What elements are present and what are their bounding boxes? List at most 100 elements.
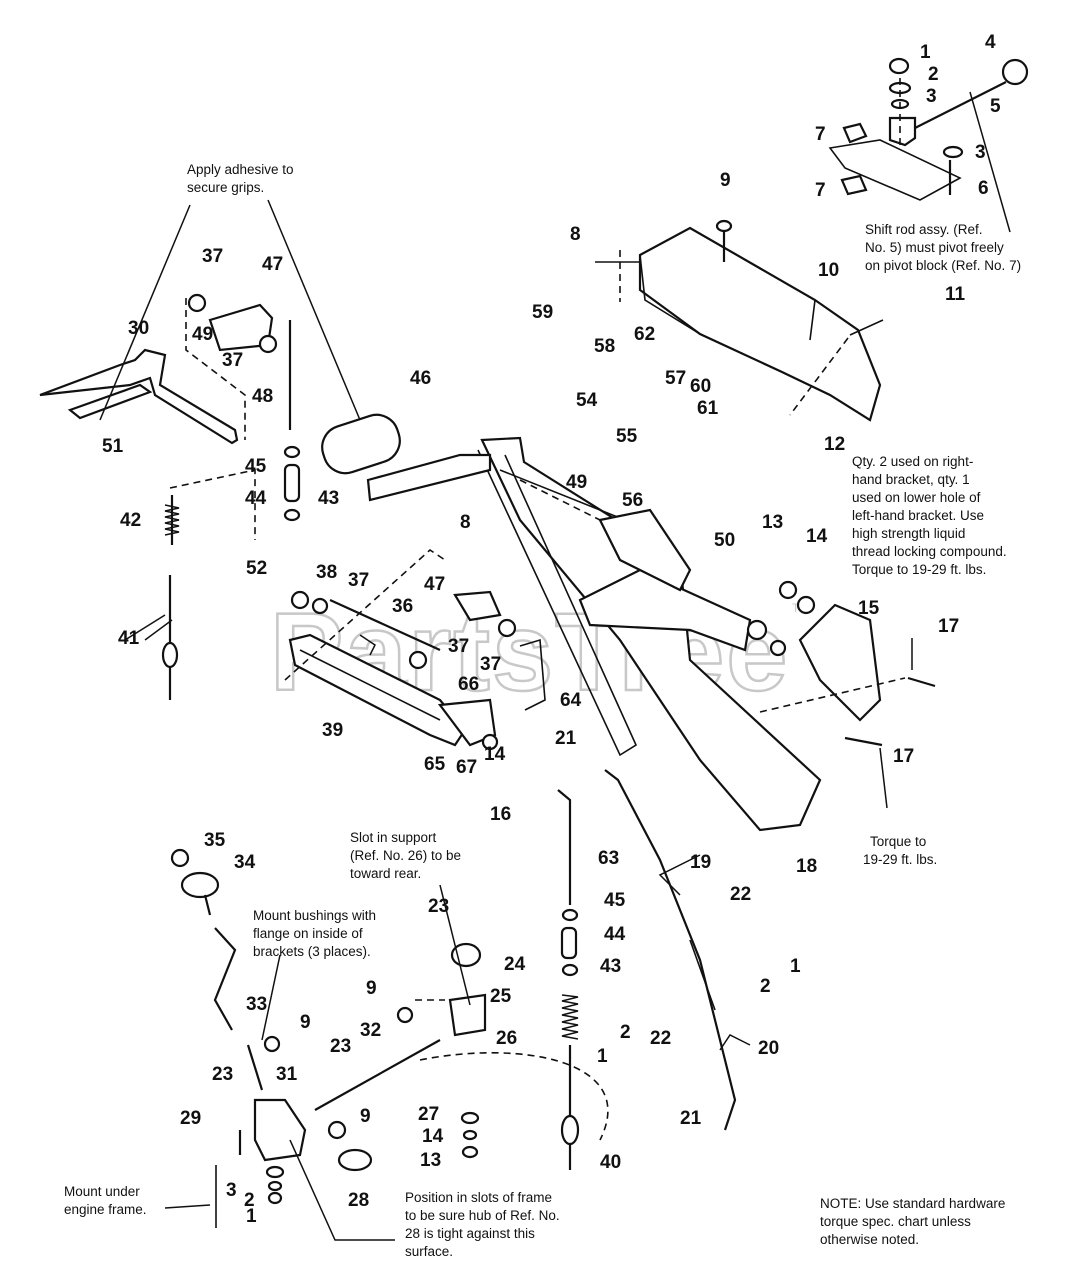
- svg-text:to be sure hub of Ref. No.: to be sure hub of Ref. No.: [405, 1208, 560, 1223]
- callout-42: 42: [120, 510, 141, 531]
- callout-3: 3: [975, 142, 986, 163]
- callout-66: 66: [458, 674, 479, 695]
- shift-knob: [1001, 58, 1029, 86]
- callout-18: 18: [796, 856, 817, 877]
- callout-61: 61: [697, 398, 719, 419]
- callout-28: 28: [348, 1190, 369, 1211]
- control-rods: [557, 769, 737, 1170]
- callout-6: 6: [978, 178, 989, 199]
- callout-30: 30: [128, 318, 149, 339]
- callout-16: 16: [490, 804, 511, 825]
- callout-22: 22: [730, 884, 751, 905]
- svg-text:surface.: surface.: [405, 1244, 453, 1259]
- callout-1: 1: [597, 1046, 608, 1067]
- note-mount-under: Mount under engine frame.: [64, 1184, 147, 1217]
- main-frame: [366, 436, 822, 832]
- callout-21: 21: [680, 1108, 702, 1129]
- callout-1: 1: [790, 956, 801, 977]
- grip: [321, 413, 401, 475]
- callout-45: 45: [245, 456, 267, 477]
- callout-numbers: 1 2 3 4 5 3 7 7 6 9 8 10 11 12 37 47 49 …: [102, 32, 1001, 1227]
- note-standard-hardware: NOTE: Use standard hardware torque spec.…: [820, 1196, 1005, 1247]
- callout-64: 64: [560, 690, 582, 711]
- callout-24: 24: [504, 954, 526, 975]
- callout-35: 35: [204, 830, 226, 851]
- note-adhesive: Apply adhesive to secure grips.: [187, 162, 294, 195]
- svg-text:on pivot block (Ref. No. 7): on pivot block (Ref. No. 7): [865, 258, 1021, 273]
- callout-60: 60: [690, 376, 711, 397]
- callout-55: 55: [616, 426, 638, 447]
- callout-31: 31: [276, 1064, 298, 1085]
- callout-57: 57: [665, 368, 686, 389]
- svg-text:Torque to 19-29 ft. lbs.: Torque to 19-29 ft. lbs.: [852, 562, 986, 577]
- callout-7: 7: [815, 180, 826, 201]
- callout-26: 26: [496, 1028, 517, 1049]
- callout-23: 23: [330, 1036, 351, 1057]
- callout-33: 33: [246, 994, 267, 1015]
- callout-7: 7: [815, 124, 826, 145]
- svg-text:high strength liquid: high strength liquid: [852, 526, 965, 541]
- console-panel: [595, 219, 884, 422]
- callout-65: 65: [424, 754, 446, 775]
- callout-38: 38: [316, 562, 337, 583]
- callout-17: 17: [893, 746, 914, 767]
- lower-linkage: [170, 848, 609, 1228]
- callout-9: 9: [300, 1012, 311, 1033]
- callout-56: 56: [622, 490, 643, 511]
- svg-text:hand bracket, qty. 1: hand bracket, qty. 1: [852, 472, 970, 487]
- callout-32: 32: [360, 1020, 381, 1041]
- note-torque: Torque to 19-29 ft. lbs.: [863, 834, 937, 867]
- callout-23: 23: [212, 1064, 233, 1085]
- svg-text:19-29 ft. lbs.: 19-29 ft. lbs.: [863, 852, 937, 867]
- callout-20: 20: [758, 1038, 779, 1059]
- callout-37: 37: [480, 654, 501, 675]
- callout-59: 59: [532, 302, 553, 323]
- callout-1: 1: [246, 1206, 257, 1227]
- callout-43: 43: [600, 956, 621, 977]
- callout-27: 27: [418, 1104, 439, 1125]
- svg-text:used on lower hole of: used on lower hole of: [852, 490, 981, 505]
- callout-23: 23: [428, 896, 449, 917]
- callout-67: 67: [456, 757, 477, 778]
- svg-text:toward rear.: toward rear.: [350, 866, 421, 881]
- callout-37: 37: [348, 570, 369, 591]
- callout-39: 39: [322, 720, 343, 741]
- callout-44: 44: [245, 488, 267, 509]
- svg-text:Qty. 2 used on right-: Qty. 2 used on right-: [852, 454, 973, 469]
- svg-text:otherwise noted.: otherwise noted.: [820, 1232, 919, 1247]
- callout-2: 2: [244, 1190, 255, 1211]
- shift-rod-assembly: [828, 57, 1029, 201]
- callout-44: 44: [604, 924, 626, 945]
- callout-5: 5: [990, 96, 1001, 117]
- callout-49: 49: [566, 472, 587, 493]
- callout-9: 9: [360, 1106, 371, 1127]
- callout-43: 43: [318, 488, 339, 509]
- callout-3: 3: [226, 1180, 237, 1201]
- callout-4: 4: [985, 32, 996, 53]
- svg-text:Apply adhesive to: Apply adhesive to: [187, 162, 294, 177]
- callout-10: 10: [818, 260, 839, 281]
- note-bushings: Mount bushings with flange on inside of …: [253, 908, 376, 959]
- svg-text:secure grips.: secure grips.: [187, 180, 264, 195]
- svg-text:torque spec. chart unless: torque spec. chart unless: [820, 1214, 971, 1229]
- callout-14: 14: [806, 526, 828, 547]
- callout-11: 11: [945, 284, 966, 305]
- callout-12: 12: [824, 434, 845, 455]
- callout-48: 48: [252, 386, 273, 407]
- svg-text:Torque to: Torque to: [870, 834, 926, 849]
- svg-text:No. 5) must pivot freely: No. 5) must pivot freely: [865, 240, 1004, 255]
- callout-21: 21: [555, 728, 577, 749]
- callout-52: 52: [246, 558, 267, 579]
- svg-text:Mount bushings with: Mount bushings with: [253, 908, 376, 923]
- callout-37: 37: [222, 350, 243, 371]
- note-slot: Slot in support (Ref. No. 26) to be towa…: [350, 830, 461, 881]
- callout-8: 8: [460, 512, 471, 533]
- callout-9: 9: [366, 978, 377, 999]
- callout-63: 63: [598, 848, 619, 869]
- callout-54: 54: [576, 390, 598, 411]
- callout-17: 17: [938, 616, 959, 637]
- callout-47: 47: [262, 254, 283, 275]
- svg-text:Shift rod assy. (Ref.: Shift rod assy. (Ref.: [865, 222, 983, 237]
- callout-62: 62: [634, 324, 655, 345]
